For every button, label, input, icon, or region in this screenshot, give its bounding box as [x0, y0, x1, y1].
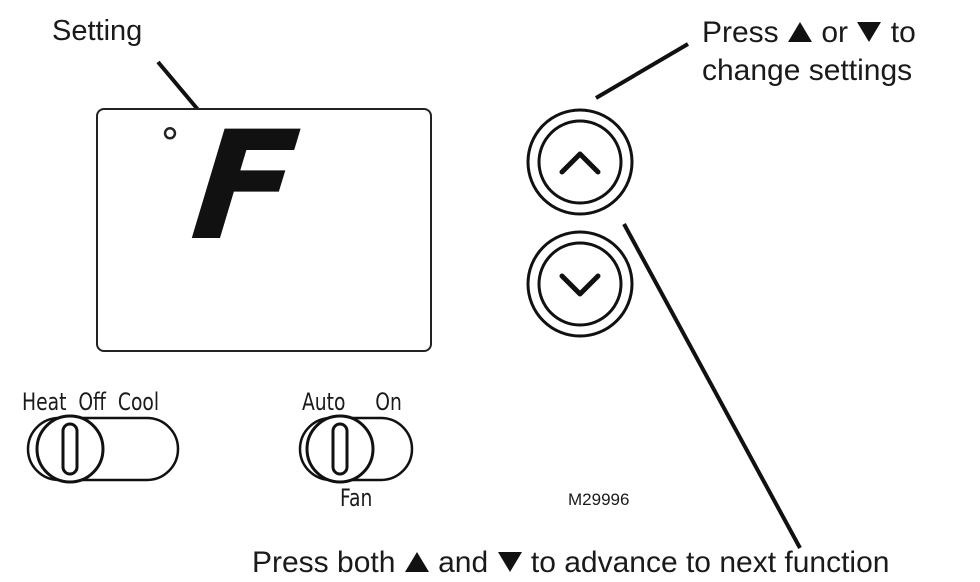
press-both-leader-line [622, 223, 802, 549]
press-leader-line [594, 42, 690, 100]
fan-switch-labels: Auto On [302, 388, 402, 416]
fan-switch-knob[interactable] [305, 414, 375, 484]
press-both-callout: Press both and to advance to next functi… [252, 544, 889, 582]
fan-label-auto: Auto [302, 388, 346, 416]
up-triangle-icon [404, 552, 429, 572]
down-triangle-icon [857, 22, 882, 42]
down-button[interactable] [526, 230, 634, 338]
fan-caption: Fan [340, 484, 373, 512]
system-label-heat: Heat [22, 388, 67, 416]
up-triangle-icon [788, 22, 813, 42]
fan-label-on: On [375, 388, 402, 416]
up-button[interactable] [526, 108, 634, 216]
press-word: Press [702, 16, 779, 49]
chevron-up-icon [559, 151, 601, 175]
press-change-callout: Press or to change settings [702, 14, 916, 90]
change-settings-text: change settings [702, 54, 913, 87]
advance-text: to advance to next function [530, 546, 890, 579]
setting-callout: Setting [52, 15, 143, 47]
or-word: or [821, 16, 849, 49]
and-word: and [438, 546, 489, 579]
system-switch-labels: Heat Off Cool [22, 388, 159, 416]
down-triangle-icon [497, 552, 522, 572]
system-switch-knob[interactable] [35, 414, 105, 484]
model-number: M29996 [568, 490, 630, 509]
press-both-word: Press both [252, 546, 396, 579]
lcd-display [96, 108, 432, 352]
system-label-cool: Cool [117, 388, 160, 416]
fan-switch[interactable] [298, 414, 416, 484]
unit-letter: F [184, 100, 306, 274]
chevron-down-icon [559, 273, 601, 297]
system-switch[interactable] [26, 414, 182, 484]
to-word: to [890, 16, 916, 49]
degree-symbol: ° [160, 121, 180, 167]
system-label-off: Off [78, 388, 106, 416]
